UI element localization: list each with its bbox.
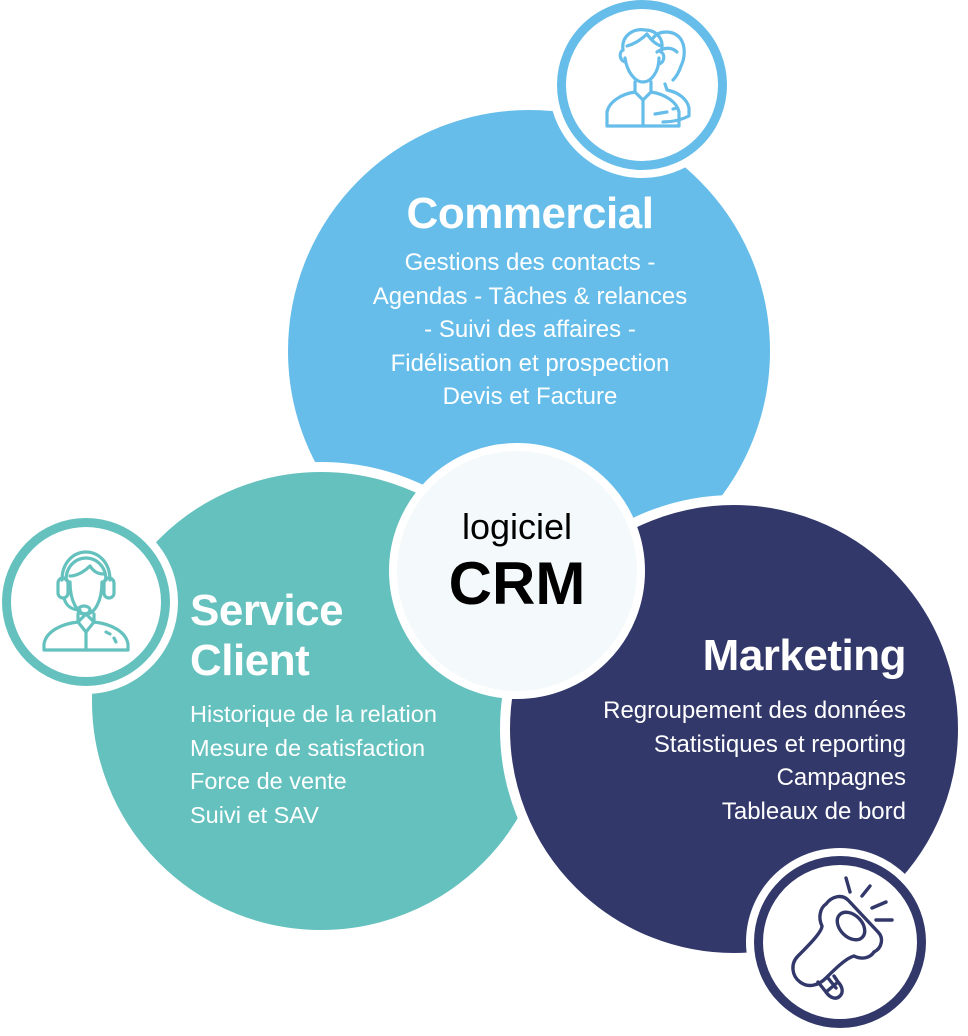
service-client-item: Suivi et SAV — [190, 801, 319, 828]
service-client-section: Service Client Historique de la relation… — [190, 586, 510, 832]
commercial-item: Fidélisation et prospection — [390, 349, 670, 377]
service-client-badge-ring — [2, 518, 170, 686]
commercial-item: Devis et Facture — [442, 383, 618, 410]
commercial-section: Commercial Gestions des contacts - Agend… — [300, 188, 760, 414]
marketing-items: Regroupement des données Statistiques et… — [520, 694, 906, 828]
center-subtitle: logiciel — [461, 506, 573, 547]
headset-agent-icon — [42, 550, 130, 652]
service-client-title: Service Client — [190, 586, 510, 686]
marketing-title: Marketing — [702, 631, 907, 680]
commercial-badge-ring — [557, 0, 727, 170]
service-client-title-line: Client — [190, 636, 310, 685]
center-circle — [389, 443, 645, 699]
marketing-item: Statistiques et reporting — [653, 730, 906, 758]
commercial-items: Gestions des contacts - Agendas - Tâches… — [300, 246, 760, 414]
megaphone-icon — [791, 876, 894, 1000]
service-client-item: Force de vente — [190, 768, 347, 794]
center-title: CRM — [448, 550, 586, 617]
users-icon — [605, 28, 691, 128]
commercial-badge — [549, 0, 735, 178]
marketing-badge-ring — [754, 856, 926, 1028]
center-label: logiciel CRM — [397, 505, 637, 619]
marketing-badge — [746, 848, 934, 1036]
service-client-item: Historique de la relation — [190, 701, 437, 727]
marketing-item: Regroupement des données — [603, 697, 906, 724]
commercial-item: - Suivi des affaires - — [424, 316, 636, 343]
marketing-item: Tableaux de bord — [721, 797, 906, 825]
commercial-item: Gestions des contacts - — [404, 249, 656, 276]
service-client-title-line: Service — [190, 586, 344, 635]
marketing-section: Marketing Regroupement des données Stati… — [520, 630, 906, 828]
service-client-item: Mesure de satisfaction — [190, 734, 426, 761]
service-client-items: Historique de la relation Mesure de sati… — [190, 698, 510, 832]
commercial-item: Agendas - Tâches & relances — [372, 282, 688, 310]
commercial-title: Commercial — [406, 189, 654, 238]
marketing-item: Campagnes — [776, 764, 906, 791]
service-client-badge — [0, 510, 178, 694]
